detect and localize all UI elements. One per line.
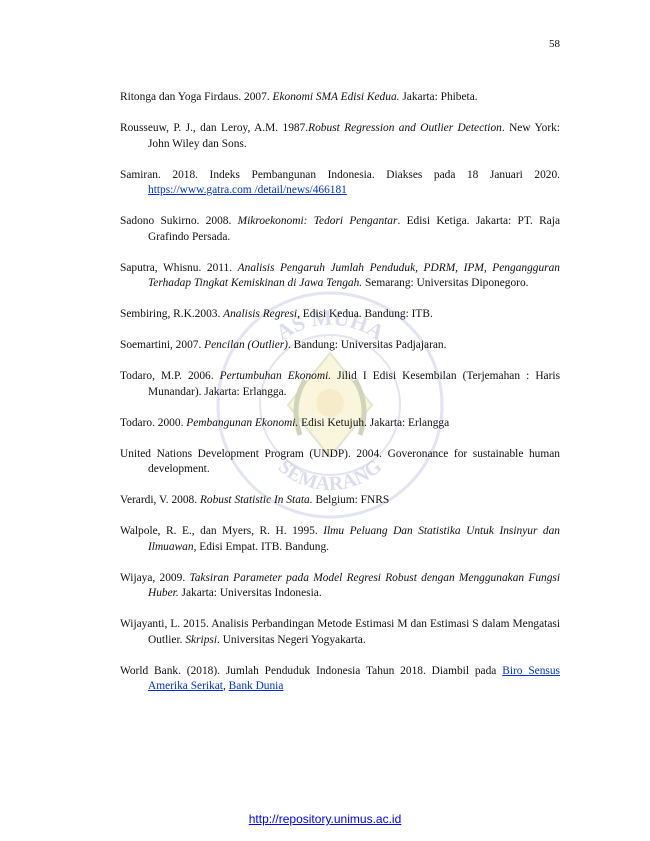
reference-entry: Verardi, V. 2008. Robust Statistic In St… [120,494,390,506]
reference-entry: Rousseuw, P. J., dan Leroy, A.M. 1987.Ro… [120,122,560,150]
reference-entry: Walpole, R. E., dan Myers, R. H. 1995. I… [120,525,560,553]
bank-dunia-link[interactable]: Bank Dunia [228,680,284,692]
reference-entry: Soemartini, 2007. Pencilan (Outlier). Ba… [120,339,447,351]
reference-entry: Ritonga dan Yoga Firdaus. 2007. Ekonomi … [120,91,478,103]
gatra-link[interactable]: https://www.gatra.com /detail/news/46618… [148,184,347,196]
reference-entry: Sembiring, R.K.2003. Analisis Regresi, E… [120,308,433,320]
reference-entry: Samiran. 2018. Indeks Pembangunan Indone… [120,168,560,197]
reference-list: Ritonga dan Yoga Firdaus. 2007. Ekonomi … [120,90,560,710]
reference-entry: Wijaya, 2009. Taksiran Parameter pada Mo… [120,571,561,600]
biro-sensus-link[interactable]: Biro Sensus Amerika Serikat [148,664,560,693]
page-number: 58 [549,38,560,50]
reference-entry: Todaro, M.P. 2006. Pertumbuhan Ekonomi. … [120,370,560,398]
reference-entry: Saputra, Whisnu. 2011. Analisis Pengaruh… [120,261,560,290]
reference-entry: Todaro. 2000. Pembangunan Ekonomi. Edisi… [120,416,450,429]
repository-link[interactable]: http://repository.unimus.ac.id [248,812,402,826]
reference-entry: United Nations Development Program (UNDP… [120,447,560,476]
reference-entry: Wijayanti, L. 2015. Analisis Perbandinga… [120,618,560,646]
reference-entry: World Bank. (2018). Jumlah Penduduk Indo… [120,664,560,693]
footer: http://repository.unimus.ac.id [0,812,650,828]
reference-entry: Sadono Sukirno. 2008. Mikroekonomi: Tedo… [120,215,561,243]
